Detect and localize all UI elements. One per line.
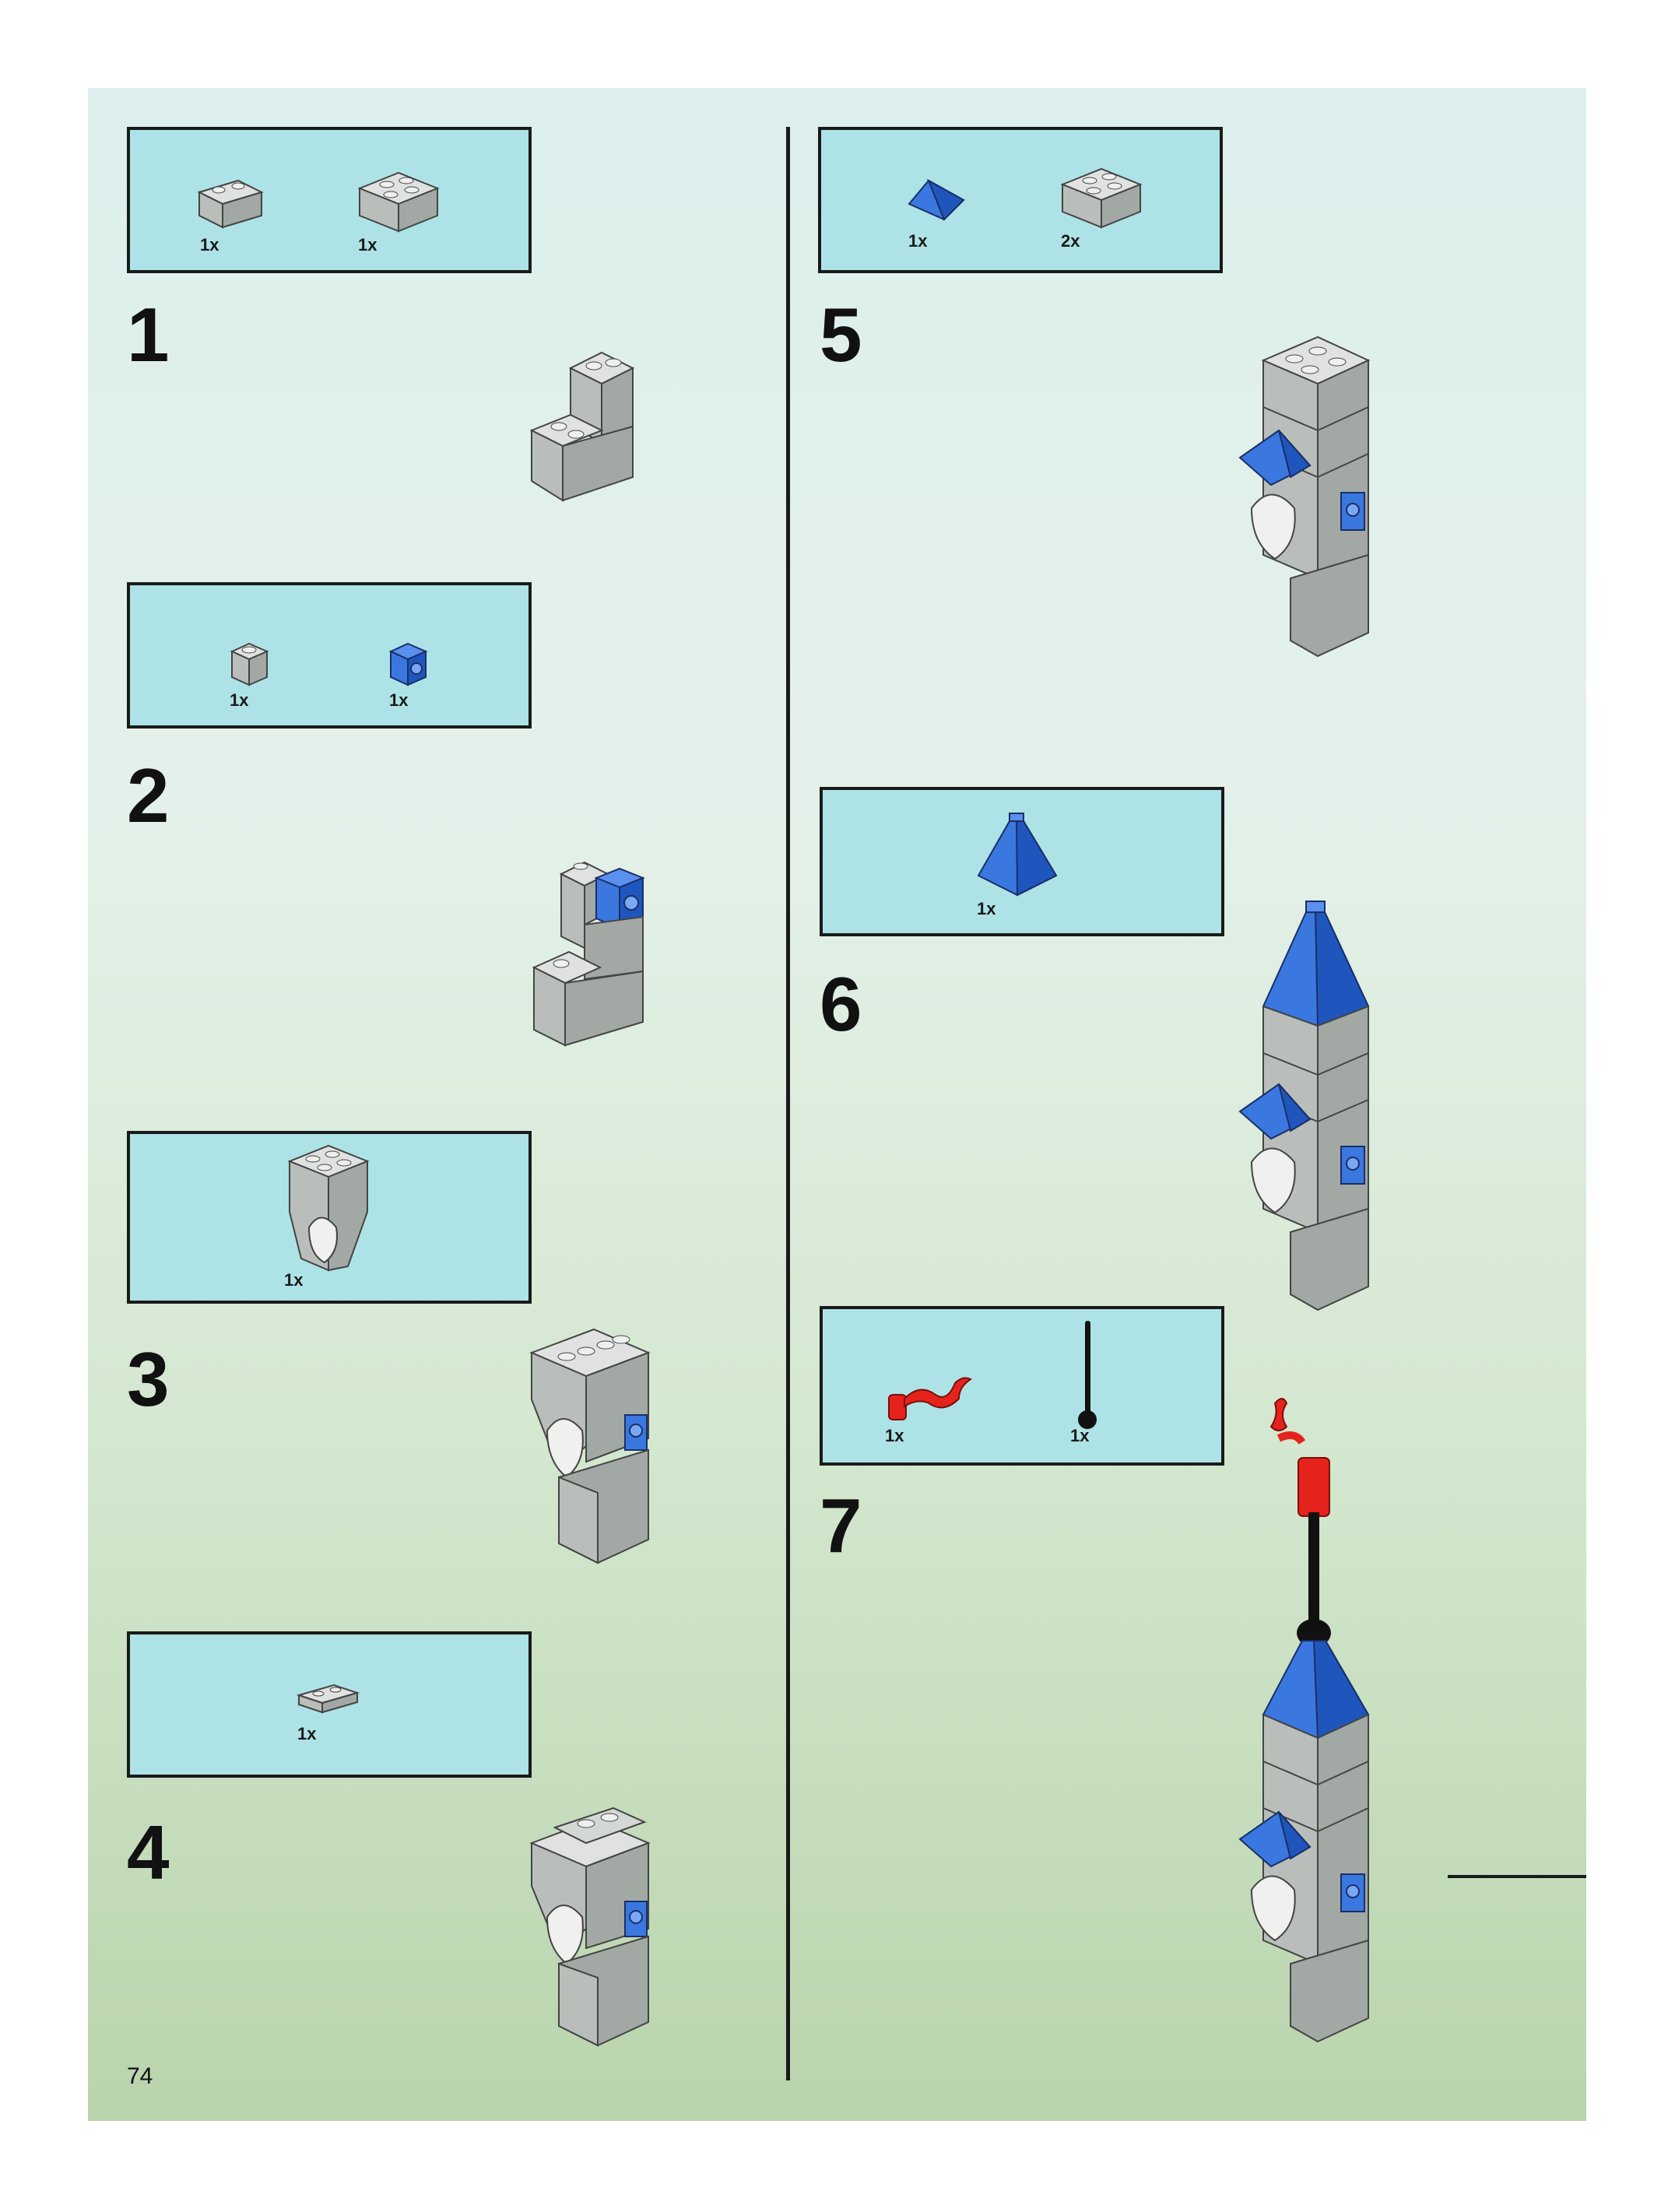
parts-callout-step-1: 1x 1x bbox=[127, 127, 532, 273]
part-quantity: 1x bbox=[200, 235, 219, 255]
gray-brick-1x1-icon bbox=[228, 640, 271, 686]
parts-callout-step-5: 1x 2x bbox=[818, 127, 1223, 273]
red-flag-icon bbox=[885, 1364, 974, 1426]
blue-brick-1x1-icon bbox=[387, 640, 430, 686]
part-quantity: 1x bbox=[358, 235, 377, 255]
part-quantity: 1x bbox=[284, 1270, 303, 1290]
step-number: 4 bbox=[127, 1814, 170, 1891]
column-divider bbox=[786, 127, 790, 2080]
gray-brick-1x2-icon bbox=[195, 177, 265, 231]
part-quantity: 1x bbox=[230, 690, 248, 711]
step-4-assembly bbox=[512, 1800, 672, 2049]
page-edge-marker bbox=[1448, 1875, 1586, 1878]
blue-cone-roof-icon bbox=[974, 809, 1060, 899]
step-5-assembly bbox=[1224, 329, 1403, 672]
part-quantity: 1x bbox=[297, 1724, 316, 1744]
parts-callout-step-4: 1x bbox=[127, 1631, 532, 1778]
step-number: 1 bbox=[127, 297, 170, 373]
step-7-assembly bbox=[1224, 1396, 1403, 2061]
page-number: 74 bbox=[127, 2063, 153, 2090]
parts-callout-step-2: 1x 1x bbox=[127, 582, 532, 729]
part-quantity: 1x bbox=[885, 1426, 904, 1446]
step-3-assembly bbox=[512, 1322, 672, 1571]
gray-brick-2x2-icon bbox=[356, 165, 441, 235]
part-quantity: 2x bbox=[1061, 231, 1080, 251]
step-number: 6 bbox=[820, 966, 862, 1042]
step-1-assembly bbox=[528, 349, 660, 508]
step-number: 7 bbox=[820, 1487, 862, 1564]
gray-plate-1x2-icon bbox=[295, 1681, 361, 1716]
part-quantity: 1x bbox=[389, 690, 408, 711]
step-number: 2 bbox=[127, 757, 170, 834]
gray-brick-2x2-icon bbox=[1059, 161, 1144, 231]
step-2-assembly bbox=[530, 855, 662, 1061]
parts-callout-step-3: 1x bbox=[127, 1131, 532, 1304]
step-number: 5 bbox=[820, 297, 862, 373]
part-quantity: 1x bbox=[977, 899, 996, 919]
parts-callout-step-6: 1x bbox=[820, 787, 1224, 936]
gray-gargoyle-element-icon bbox=[278, 1142, 379, 1274]
step-number: 3 bbox=[127, 1341, 170, 1417]
part-quantity: 1x bbox=[1070, 1426, 1089, 1446]
instruction-page: 1x 1x 1 1x bbox=[88, 88, 1586, 2121]
black-antenna-icon bbox=[1072, 1317, 1103, 1434]
parts-callout-step-7: 1x 1x bbox=[820, 1306, 1224, 1466]
part-quantity: 1x bbox=[908, 231, 927, 251]
step-6-assembly bbox=[1224, 897, 1403, 1329]
blue-slope-roof-icon bbox=[905, 177, 967, 223]
